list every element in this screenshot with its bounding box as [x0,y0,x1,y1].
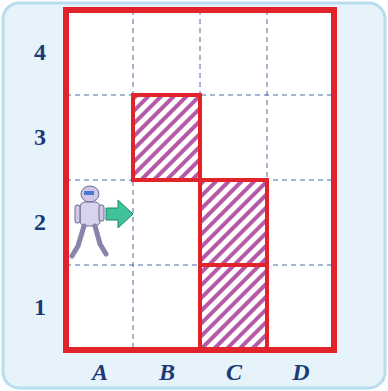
column-label: D [292,360,309,384]
grid-ground [66,10,334,350]
row-label: 1 [34,295,46,319]
column-label: C [226,360,242,384]
grid-lines [66,10,334,350]
grid-border [66,10,334,350]
panel [3,3,385,388]
robot-figure [72,186,133,256]
column-label: B [159,360,175,384]
column-label: A [92,360,108,384]
row-label: 2 [34,210,46,234]
row-label: 3 [34,125,46,149]
blocked-cells [133,95,267,350]
row-label: 4 [34,40,46,64]
